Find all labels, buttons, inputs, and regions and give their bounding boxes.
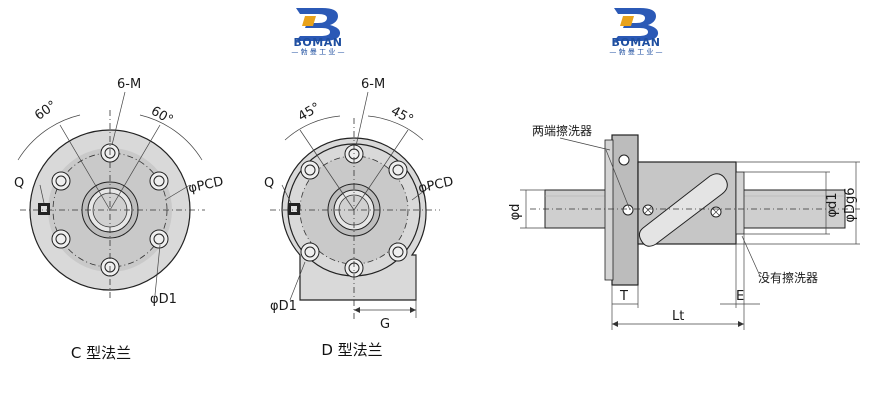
label-g: G <box>380 317 390 332</box>
label-angle-left: 60° <box>32 98 59 124</box>
label-t: T <box>619 289 628 304</box>
flange-c-drawing: 6-M 60° 60° Q φPCD φD1 C 型法兰 <box>14 77 225 362</box>
label-angle-right: 45° <box>388 104 415 128</box>
label-q: Q <box>14 176 24 191</box>
label-phi-d1: φd1 <box>825 192 840 217</box>
label-pcd: φPCD <box>187 174 225 196</box>
label-wipers-both: 两端擦洗器 <box>532 124 592 138</box>
label-angle-right: 60° <box>148 104 175 129</box>
flange-d-drawing: 6-M 45° 45° Q φPCD φD1 G D 型法兰 <box>264 77 455 359</box>
logo-subtitle: — 勃 曼 工 业 — <box>609 47 662 56</box>
label-d1: φD1 <box>150 292 177 307</box>
label-q: Q <box>264 176 274 191</box>
brand-logo: BOMAN — 勃 曼 工 业 — <box>609 8 663 56</box>
side-view-drawing: 两端擦洗器 没有擦洗器 φd φd1 φDg6 T E Lt <box>508 124 860 330</box>
logo-wordmark: BOMAN <box>612 36 661 49</box>
label-phi-d: φd <box>508 204 523 221</box>
label-lt: Lt <box>672 309 684 324</box>
label-pcd: φPCD <box>417 174 455 196</box>
label-phi-dg6: φDg6 <box>843 187 858 222</box>
logo-wordmark: BOMAN <box>294 36 343 49</box>
caption-d-flange: D 型法兰 <box>321 341 382 359</box>
label-d1: φD1 <box>270 299 297 314</box>
caption-c-flange: C 型法兰 <box>71 344 131 362</box>
logo-subtitle: — 勃 曼 工 业 — <box>291 47 344 56</box>
label-e: E <box>736 289 744 304</box>
brand-logo: BOMAN — 勃 曼 工 业 — <box>291 8 345 56</box>
label-no-wiper: 没有擦洗器 <box>758 270 818 285</box>
label-6m: 6-M <box>361 77 385 92</box>
label-6m: 6-M <box>117 77 141 92</box>
label-angle-left: 45° <box>296 100 323 125</box>
